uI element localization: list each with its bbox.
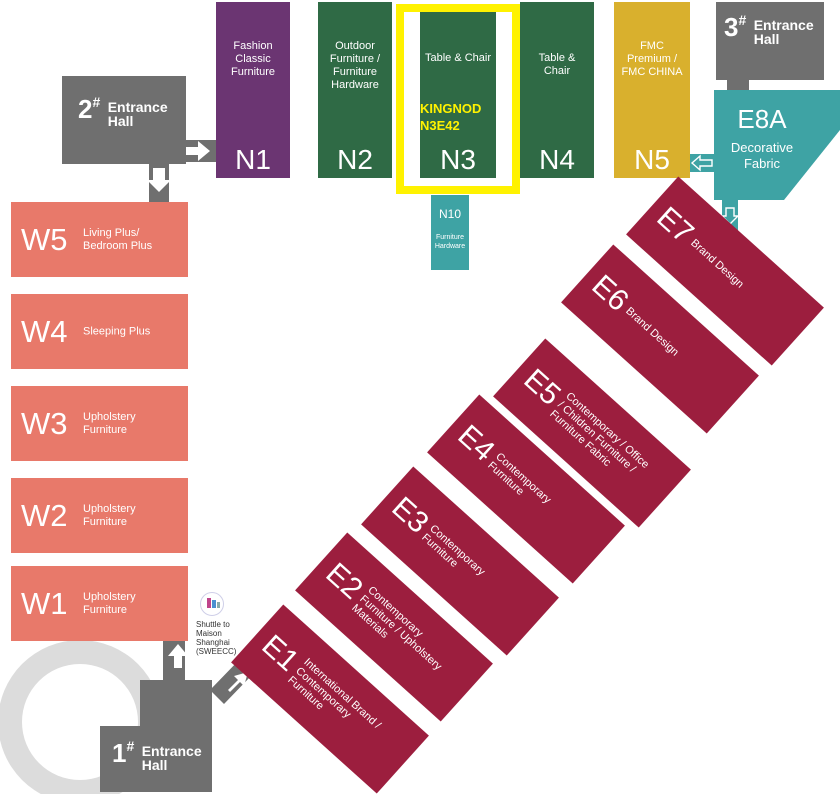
hall-n4-desc: Table & Chair bbox=[538, 52, 576, 77]
entrance-2-label-2: Hall bbox=[107, 113, 134, 129]
hall-w3-code: W3 bbox=[21, 405, 68, 441]
arrow-down-outline-icon bbox=[720, 207, 740, 225]
hall-n5[interactable]: FMC Premium / FMC CHINA N5 bbox=[614, 2, 690, 178]
arrow-up-icon bbox=[168, 644, 188, 668]
arrow-down-icon bbox=[147, 168, 171, 192]
entrance-3-number: 3 bbox=[724, 12, 739, 42]
hall-w4-desc: Sleeping Plus bbox=[83, 325, 151, 337]
hall-n1-code: N1 bbox=[235, 144, 271, 175]
entrance-2-number: 2 bbox=[78, 94, 93, 124]
maison-shanghai-logo-icon bbox=[200, 592, 224, 616]
entrance-1-label: Entrance bbox=[141, 743, 202, 759]
hall-w2-code: W2 bbox=[21, 497, 68, 533]
hall-w5[interactable]: W5 Living Plus/Bedroom Plus bbox=[11, 202, 188, 277]
hall-w5-desc: Living Plus/Bedroom Plus bbox=[83, 226, 153, 252]
hall-n5-code: N5 bbox=[634, 144, 670, 175]
hall-n10-desc: Furniture Hardware bbox=[434, 234, 466, 250]
entrance-1-label-2: Hall bbox=[141, 757, 168, 773]
hall-e8a-desc: Decorative bbox=[730, 140, 794, 155]
booth-number: N3E42 bbox=[420, 118, 460, 133]
booth-highlight-label: KINGNOD N3E42 bbox=[420, 100, 516, 134]
arrow-right-icon bbox=[185, 141, 210, 161]
arrow-diagonal-icon bbox=[228, 672, 248, 692]
hall-e8a-code: E8A bbox=[737, 104, 787, 134]
entrance-2-label: Entrance bbox=[107, 99, 168, 115]
arrow-left-outline-icon bbox=[690, 154, 713, 172]
hall-e8a[interactable]: E8A Decorative Fabric bbox=[714, 104, 810, 172]
hall-e8a-shape bbox=[714, 90, 840, 200]
hall-n10-code: N10 bbox=[438, 207, 461, 221]
hall-n4[interactable]: Table & Chair N4 bbox=[520, 2, 594, 178]
entrance-1-sup: # bbox=[126, 738, 135, 754]
hall-n2[interactable]: Outdoor Furniture / Furniture Hardware N… bbox=[318, 2, 392, 178]
hall-n1-desc: Fashion Classic Furniture bbox=[230, 40, 276, 78]
entrance-3-label: Entrance bbox=[753, 17, 814, 33]
shuttle-label: Shuttle to Maison Shanghai (SWEECC) bbox=[196, 620, 237, 656]
entrance-1-number: 1 bbox=[112, 738, 127, 768]
hall-n5-desc: FMC Premium / FMC CHINA bbox=[621, 40, 683, 78]
hall-n3[interactable]: Table & Chair N3 bbox=[420, 12, 496, 178]
entrance-3-sup: # bbox=[738, 12, 747, 28]
hall-w4-code: W4 bbox=[21, 313, 68, 349]
hall-n4-code: N4 bbox=[539, 144, 575, 175]
hall-n3-code: N3 bbox=[440, 144, 476, 175]
hall-w5-code: W5 bbox=[21, 221, 68, 257]
entrance-3-label-2: Hall bbox=[753, 31, 780, 47]
hall-n2-desc: Outdoor Furniture / Furniture Hardware bbox=[329, 40, 381, 91]
exhibitor-name: KINGNOD bbox=[420, 101, 482, 116]
hall-n2-code: N2 bbox=[337, 144, 373, 175]
hall-n1[interactable]: Fashion Classic Furniture N1 bbox=[216, 2, 290, 178]
booth-highlight-frame bbox=[396, 4, 520, 194]
hall-w4[interactable]: W4 Sleeping Plus bbox=[11, 294, 188, 369]
hall-w1-code: W1 bbox=[21, 585, 68, 621]
connector-3-e8a bbox=[727, 78, 749, 92]
hall-n10[interactable]: N10 Furniture Hardware bbox=[431, 195, 469, 270]
entrance-2-sup: # bbox=[92, 94, 101, 110]
hall-e8a-desc-2: Fabric bbox=[743, 156, 781, 171]
hall-n3-desc: Table & Chair bbox=[424, 52, 492, 64]
